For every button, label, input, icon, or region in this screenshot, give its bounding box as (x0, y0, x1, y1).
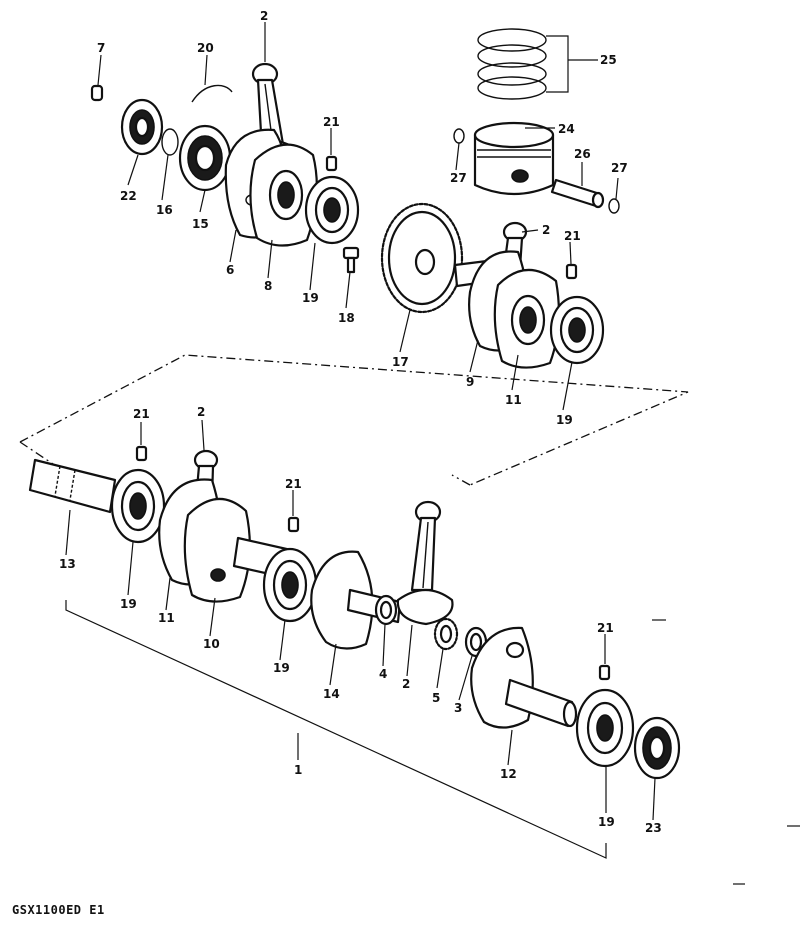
needle-bearing-5 (433, 617, 459, 651)
callout-11-lower: 11 (158, 611, 175, 625)
crank-end-13 (28, 458, 117, 514)
piston-pin-circlip-27-left (453, 128, 465, 144)
callout-15: 15 (192, 217, 209, 231)
bearing-19-lower-right (575, 688, 635, 768)
callout-19-lower-mid: 19 (273, 661, 290, 675)
callout-27-left: 27 (450, 171, 467, 185)
callout-17: 17 (392, 355, 409, 369)
callout-25: 25 (600, 53, 617, 67)
callout-21-lower-mid: 21 (285, 477, 302, 491)
callout-21-mid: 21 (564, 229, 581, 243)
piston-24 (473, 121, 555, 196)
assembly-boundary-lines (19, 354, 689, 486)
piston-pin-circlip-27-right (608, 198, 620, 214)
washer-4 (374, 594, 398, 626)
connecting-rod-lower (396, 500, 454, 626)
circlip-20 (191, 84, 233, 103)
dowel-21-lower-mid (287, 516, 300, 533)
dowel-21-mid (565, 263, 578, 280)
callout-4: 4 (379, 667, 387, 681)
callout-18: 18 (338, 311, 355, 325)
callout-1: 1 (294, 763, 302, 777)
callout-2-lower-left: 2 (197, 405, 205, 419)
callout-11-mid: 11 (505, 393, 522, 407)
dowel-21-lower-left (135, 445, 148, 462)
circlip-16 (161, 128, 179, 156)
piston-pin-26 (550, 178, 605, 209)
callout-19-lower-right: 19 (598, 815, 615, 829)
bearing-19-lower-left (110, 468, 166, 544)
crank-web-14 (310, 550, 402, 650)
callout-19-mid: 19 (556, 413, 573, 427)
callout-27-right: 27 (611, 161, 628, 175)
oil-seal-22 (120, 98, 164, 156)
pin-7 (90, 84, 104, 102)
callout-10: 10 (203, 637, 220, 651)
callout-19-top: 19 (302, 291, 319, 305)
callout-20: 20 (197, 41, 214, 55)
oil-seal-23 (633, 716, 681, 780)
callout-21-lower-right: 21 (597, 621, 614, 635)
callout-7: 7 (97, 41, 105, 55)
bolt-18 (342, 246, 360, 274)
crank-section-9-11 (453, 221, 560, 369)
callout-26: 26 (574, 147, 591, 161)
callout-23: 23 (645, 821, 662, 835)
callout-21-lower-left: 21 (133, 407, 150, 421)
callout-16: 16 (156, 203, 173, 217)
callout-6: 6 (226, 263, 234, 277)
callout-9: 9 (466, 375, 474, 389)
gear-17 (380, 202, 464, 314)
piston-rings-25 (477, 28, 547, 100)
leader-lines (65, 22, 800, 885)
bearing-19-top (304, 175, 360, 245)
callout-19-lower-left: 19 (120, 597, 137, 611)
callout-2-lower-mid: 2 (402, 677, 410, 691)
bearing-19-mid (549, 295, 605, 365)
callout-14: 14 (323, 687, 340, 701)
dowel-21-lower-right (598, 664, 611, 681)
callout-22: 22 (120, 189, 137, 203)
callout-2-top: 2 (260, 9, 268, 23)
dowel-21-top (325, 155, 338, 172)
callout-24: 24 (558, 122, 575, 136)
callout-2-mid: 2 (542, 223, 550, 237)
bearing-15 (178, 124, 232, 192)
callout-13: 13 (59, 557, 76, 571)
callout-5: 5 (432, 691, 440, 705)
callout-8: 8 (264, 279, 272, 293)
callout-21-top: 21 (323, 115, 340, 129)
crank-web-8 (249, 143, 318, 247)
callout-labels: 2 7 20 25 21 24 22 16 15 6 8 19 18 26 27… (59, 9, 662, 835)
crank-web-12 (470, 626, 578, 729)
callout-12: 12 (500, 767, 517, 781)
model-code-label: GSX1100ED E1 (12, 903, 105, 917)
callout-3: 3 (454, 701, 462, 715)
bearing-19-lower-mid (262, 547, 318, 623)
